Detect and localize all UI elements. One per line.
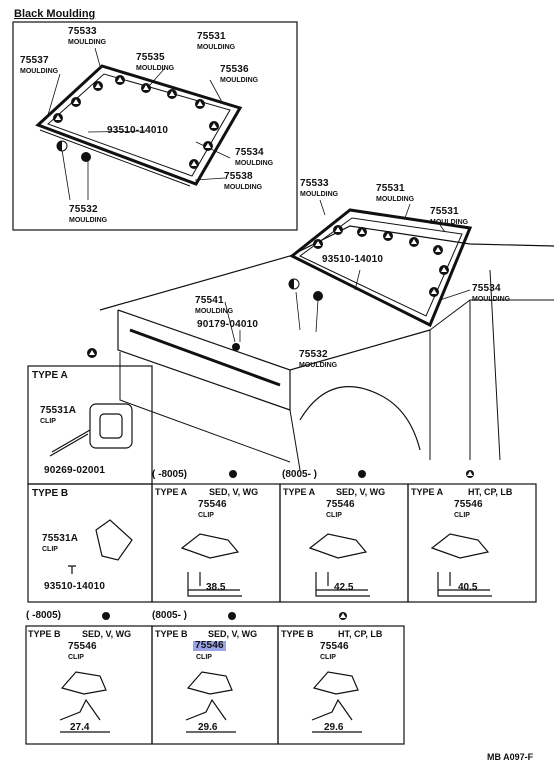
cell-type-label: TYPE A — [155, 487, 188, 497]
clip-shape-1 — [180, 533, 240, 559]
part-name-label: MOULDING — [136, 65, 175, 72]
cell-models-label: SED, V, WG — [208, 629, 258, 639]
footer-code: MB A097-F — [487, 752, 534, 762]
part-name-label: MOULDING — [68, 39, 107, 46]
dimension-label: 38.5 — [206, 582, 226, 593]
part-name-label: MOULDING — [430, 219, 469, 226]
part-number-label: 75531 — [430, 206, 459, 217]
part-number-label: 93510-14010 — [107, 125, 169, 136]
part-number-label: 93510-14010 — [322, 254, 384, 265]
part-number-label: 75531 — [197, 31, 226, 42]
part-number-label: 75536 — [220, 64, 249, 75]
clip-part-number: 75546 — [454, 499, 483, 510]
clip-part-name: CLIP — [40, 418, 56, 425]
bolt-part-number: 90269-02001 — [44, 465, 106, 476]
clip-part-number: 75531A — [42, 533, 79, 544]
clip-part-name: CLIP — [326, 512, 342, 519]
part-name-label: MOULDING — [197, 44, 236, 51]
part-name-label: MOULDING — [20, 68, 59, 75]
cell-type-label: TYPE B — [155, 629, 188, 639]
part-name-label: MOULDING — [195, 308, 234, 315]
dimension-label: 27.4 — [70, 722, 90, 733]
type-a-title: TYPE A — [32, 370, 68, 381]
diagram-title: Black Moulding — [14, 8, 96, 20]
clip-part-number: 75531A — [40, 405, 77, 416]
date-range-label: ( -8005) — [152, 469, 188, 480]
part-name-label: MOULDING — [220, 77, 259, 84]
clip-part-name: CLIP — [196, 654, 212, 661]
part-name-label: MOULDING — [224, 184, 263, 191]
part-name-label: MOULDING — [299, 362, 338, 369]
clip-part-name: CLIP — [454, 512, 470, 519]
panel-windshield-inner — [47, 73, 231, 177]
part-name-label: MOULDING — [472, 296, 511, 303]
clip-shape-2 — [308, 533, 368, 559]
car-windshield-outer — [289, 208, 473, 328]
clip-part-number-highlighted: 75546 — [193, 640, 226, 651]
date-range-label: (8005- ) — [152, 610, 188, 621]
part-number-label: 90179-04010 — [197, 319, 259, 330]
clip-part-name: CLIP — [68, 654, 84, 661]
part-name-label: MOULDING — [235, 160, 274, 167]
part-number-label: 75533 — [68, 26, 97, 37]
cell-models-label: SED, V, WG — [82, 629, 132, 639]
date-range-label: (8005- ) — [282, 469, 318, 480]
part-number-label: 75534 — [472, 283, 501, 294]
cell-models-label: SED, V, WG — [209, 487, 259, 497]
part-name-label: MOULDING — [376, 196, 415, 203]
panel-windshield-outer — [35, 64, 243, 186]
part-number-label: 75533 — [300, 178, 329, 189]
clip-part-number: 75546 — [68, 641, 97, 652]
clip-part-number: 75546 — [320, 641, 349, 652]
part-number-label: 75535 — [136, 52, 165, 63]
screw-part-number: 93510-14010 — [44, 581, 106, 592]
part-number-label: 75532 — [69, 204, 98, 215]
type-b-title: TYPE B — [32, 488, 69, 499]
dimension-label: 29.6 — [198, 722, 218, 733]
cell-type-label: TYPE B — [28, 629, 61, 639]
cell-type-label: TYPE B — [281, 629, 314, 639]
cell-models-label: SED, V, WG — [336, 487, 386, 497]
part-number-label: 75532 — [299, 349, 328, 360]
dimension-label: 40.5 — [458, 582, 478, 593]
clip-part-name: CLIP — [198, 512, 214, 519]
part-number-label: 75538 — [224, 171, 253, 182]
clip-part-name: CLIP — [320, 654, 336, 661]
dimension-label: 42.5 — [334, 582, 354, 593]
cell-type-label: TYPE A — [411, 487, 444, 497]
dimension-label: 29.6 — [324, 722, 344, 733]
cell-models-label: HT, CP, LB — [338, 629, 383, 639]
part-number-label: 75541 — [195, 295, 224, 306]
part-number-label: 75534 — [235, 147, 264, 158]
car-roofline — [99, 225, 554, 311]
clip-shape-3 — [430, 533, 490, 559]
part-number-label: 75531 — [376, 183, 405, 194]
part-number-label: 75537 — [20, 55, 49, 66]
date-range-label: ( -8005) — [26, 610, 62, 621]
cell-type-label: TYPE A — [283, 487, 316, 497]
cell-models-label: HT, CP, LB — [468, 487, 513, 497]
clip-part-number: 75546 — [326, 499, 355, 510]
part-name-label: MOULDING — [69, 217, 108, 224]
clip-part-name: CLIP — [42, 546, 58, 553]
clip-part-number: 75546 — [198, 499, 227, 510]
part-name-label: MOULDING — [300, 191, 339, 198]
top-panel-frame — [12, 21, 298, 231]
